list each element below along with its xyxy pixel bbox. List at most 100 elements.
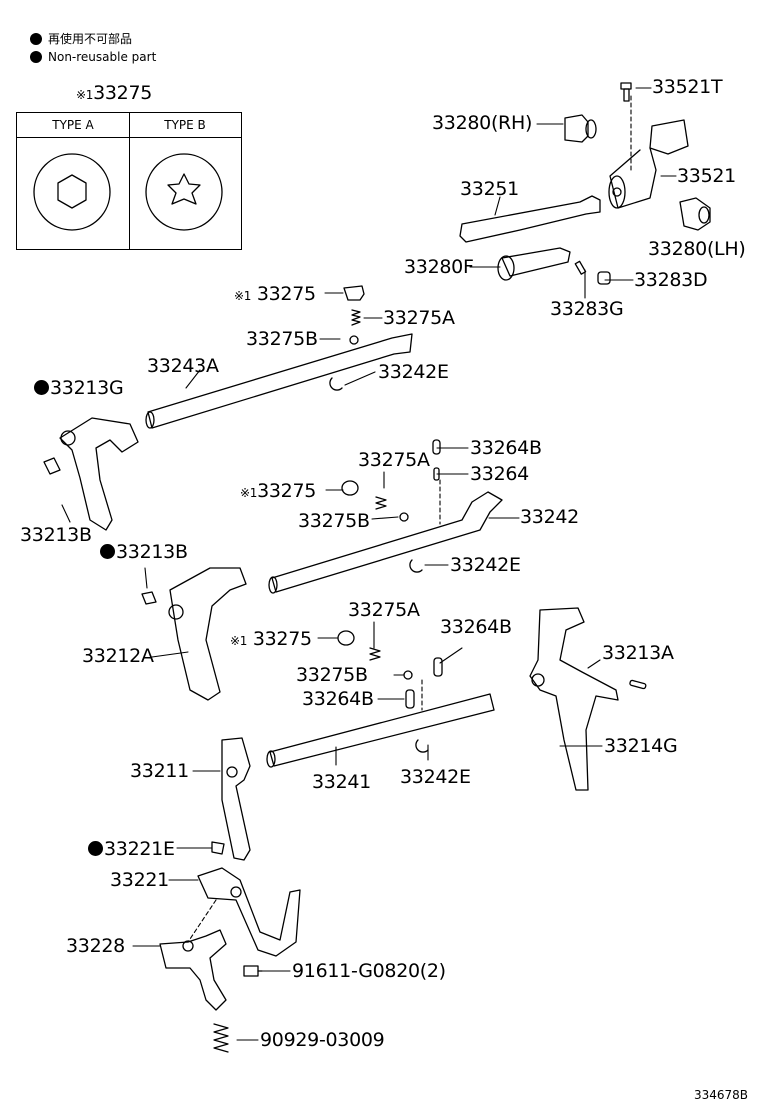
plug-33283D (597, 271, 611, 285)
diagram-reference-number: 334678B (693, 1088, 748, 1102)
shaft-33243A (145, 333, 413, 429)
label-33283D: 33283D (634, 269, 708, 291)
bolt-91611 (243, 965, 263, 977)
label-33221E-number: 33221E (104, 838, 175, 860)
type-table: TYPE A TYPE B (16, 112, 242, 250)
spring-33275A-mid (375, 496, 387, 510)
label-33213B-mid-number: 33213B (116, 541, 188, 563)
label-33275-mid-number: 33275 (257, 480, 317, 502)
non-reusable-bullet-icon (100, 544, 115, 559)
label-33521: 33521 (677, 165, 736, 187)
label-91611-G0820: 91611-G0820(2) (292, 960, 446, 982)
shaft-33251 (459, 195, 601, 243)
bullet-icon (30, 51, 42, 63)
label-33275-low-number: 33275 (252, 628, 312, 650)
label-33211: 33211 (130, 760, 189, 782)
ball-33275B-mid (399, 512, 409, 522)
label-33241: 33241 (312, 771, 371, 793)
ring-33221E (211, 841, 225, 855)
label-33213B-mid: 33213B (100, 543, 188, 562)
plug-33280-lh (679, 197, 711, 231)
spring-90929 (213, 1023, 229, 1053)
shaft-33242 (268, 491, 503, 594)
label-33242: 33242 (520, 506, 579, 528)
legend-text-jp: 再使用不可部品 (48, 32, 133, 46)
label-33275A-low: 33275A (348, 599, 420, 621)
label-33243A: 33243A (147, 355, 219, 377)
label-33228: 33228 (66, 935, 125, 957)
ering-33242E-low (415, 739, 429, 753)
note-mark: ※1 (230, 634, 248, 648)
label-33275B-low: 33275B (296, 664, 368, 686)
type-box-title: ※133275 (76, 84, 152, 103)
label-33283G: 33283G (550, 298, 624, 320)
table-header-line (17, 137, 241, 138)
pin-33264B-low (433, 657, 443, 677)
ering-33242E-top (329, 377, 343, 391)
bracket-33228 (159, 929, 227, 1011)
label-33251: 33251 (460, 178, 519, 200)
type-box-part-number: 33275 (93, 82, 153, 104)
table-divider (129, 113, 130, 249)
note-mark: ※1 (76, 88, 94, 102)
label-33275A-mid: 33275A (358, 449, 430, 471)
label-33264B-low: 33264B (440, 616, 512, 638)
pin-33283G (574, 260, 587, 275)
spring-33275A-low (369, 647, 381, 661)
plug-33275-low (337, 630, 355, 646)
label-33242E-mid: 33242E (450, 554, 521, 576)
pin-33264 (433, 467, 440, 481)
label-33280-rh: 33280(RH) (432, 112, 533, 134)
spring-33275A-top (351, 309, 361, 326)
bolt-33213B-mid (141, 591, 157, 605)
label-33221E: 33221E (88, 840, 175, 859)
label-33213B-left: 33213B (20, 524, 92, 546)
label-33275B-mid: 33275B (298, 510, 370, 532)
label-33242E-top: 33242E (378, 361, 449, 383)
plug-33275-mid (341, 480, 359, 496)
label-33264: 33264 (470, 463, 529, 485)
label-33264B-low2: 33264B (302, 688, 374, 710)
label-33275-top: ※1 33275 (234, 285, 316, 304)
label-33275A-top: 33275A (383, 307, 455, 329)
fork-33213G (59, 417, 139, 531)
pin-33264B-top (432, 439, 441, 455)
ering-33242E-mid (409, 559, 423, 573)
fork-33212A (168, 567, 247, 701)
label-33264B-top: 33264B (470, 437, 542, 459)
type-a-header: TYPE A (52, 118, 94, 132)
label-33213G: 33213G (34, 377, 124, 399)
note-mark: ※1 (240, 486, 258, 500)
shaft-33241 (266, 693, 495, 768)
label-33275B-top: 33275B (246, 328, 318, 350)
fork-33221 (197, 867, 301, 957)
label-90929-03009: 90929-03009 (260, 1029, 385, 1051)
label-33521T: 33521T (652, 76, 723, 98)
label-33275-mid: ※133275 (240, 482, 316, 501)
ball-33275B-low (403, 670, 413, 680)
fork-33214G (529, 607, 619, 791)
label-33214G: 33214G (604, 735, 678, 757)
bolt-33521T (620, 82, 632, 102)
non-reusable-bullet-icon (88, 841, 103, 856)
label-33275-low: ※1 33275 (230, 630, 312, 649)
bolt-33213B-left (43, 457, 61, 475)
label-33213G-number: 33213G (50, 377, 124, 399)
label-33280F: 33280F (404, 256, 474, 278)
plug-33275-top (343, 285, 365, 301)
label-33280-lh: 33280(LH) (648, 238, 746, 260)
label-33212A: 33212A (82, 645, 154, 667)
non-reusable-bullet-icon (34, 380, 49, 395)
label-33213A: 33213A (602, 642, 674, 664)
ball-33275B-top (349, 335, 359, 345)
note-mark: ※1 (234, 289, 252, 303)
pin-33264B-low2 (405, 689, 415, 709)
type-b-plug-drawing (145, 153, 223, 231)
legend-non-reusable-en: Non-reusable part (30, 50, 156, 64)
lever-33211 (221, 737, 251, 861)
legend-text-en: Non-reusable part (48, 50, 157, 64)
plunger-33280F (497, 247, 571, 281)
label-33242E-low: 33242E (400, 766, 471, 788)
pin-33213A (629, 679, 647, 690)
